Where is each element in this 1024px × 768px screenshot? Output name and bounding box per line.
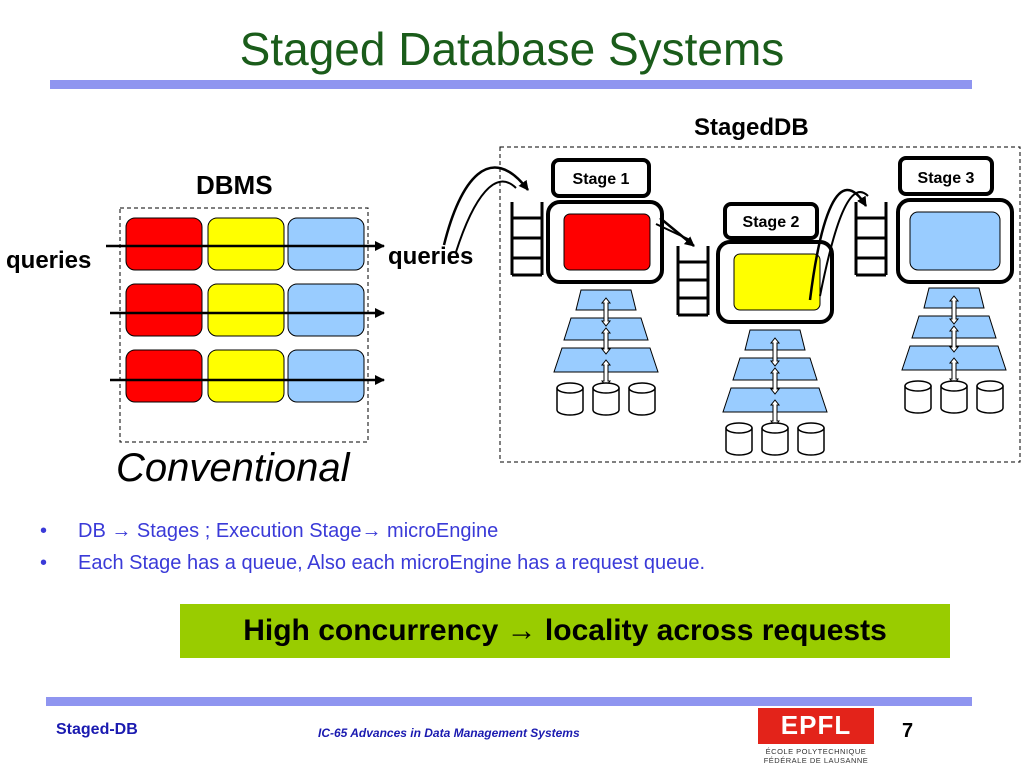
disk-icon (556, 382, 584, 416)
incoming-arrow-2 (455, 180, 517, 253)
engine-link-arrow-1 (600, 297, 612, 327)
dbms-cell-r3-c2 (207, 349, 285, 403)
epfl-logo: EPFL ÉCOLE POLYTECHNIQUE FÉDÉRALE DE LAU… (758, 708, 874, 765)
stage3-microengine-stack (901, 287, 1007, 414)
dbms-label: DBMS (196, 170, 273, 200)
engine-link-arrow-1 (948, 295, 960, 325)
engine-link-arrow-3 (948, 357, 960, 385)
engine-link-arrow-2 (948, 325, 960, 353)
stage1-queue (510, 202, 544, 277)
stage2-label: Stage 2 (743, 214, 800, 231)
disk-icon (940, 380, 968, 414)
disk-icon (904, 380, 932, 414)
bullet-dot: • (40, 520, 48, 542)
stageddb-title: StagedDB (694, 114, 809, 141)
logo-bar (758, 708, 874, 744)
highlight-banner: High concurrency → locality across reque… (180, 604, 950, 658)
dbms-cell-r1-c1 (125, 217, 203, 271)
stage2-microengine-stack (722, 329, 828, 456)
stage3-tag (898, 156, 994, 196)
dbms-cell-r1-c2 (207, 217, 285, 271)
stageddb-boundary (499, 146, 1021, 463)
stage3-label: Stage 3 (918, 170, 975, 187)
conventional-dbms (106, 207, 385, 443)
dbms-cell-r2-c3 (287, 283, 365, 337)
staged-db-diagram: Stage 1 Stage 2 (106, 146, 1021, 463)
dbms-cell-r3-c1 (125, 349, 203, 403)
staged-queries-label: queries (388, 243, 474, 270)
title-rule (50, 80, 972, 89)
engine-link-arrow-2 (600, 327, 612, 355)
stage1-fill (563, 213, 651, 271)
stage1-label: Stage 1 (573, 171, 630, 188)
logo-word: EPFL (780, 710, 852, 740)
engine-link-arrow-2 (769, 367, 781, 395)
slide-title: Staged Database Systems (239, 23, 785, 75)
footer-course: IC-65 Advances in Data Management System… (318, 726, 580, 740)
stage1-to-stage2-arrow-1 (659, 217, 695, 247)
conventional-caption: Conventional (116, 446, 350, 490)
dbms-cell-r2-c2 (207, 283, 285, 337)
engine-link-arrow-3 (600, 359, 612, 387)
disk-icon (976, 380, 1004, 414)
engine-link-arrow-3 (769, 399, 781, 427)
logo-line-2: FÉDÉRALE DE LAUSANNE (763, 756, 869, 765)
dbms-rows (125, 217, 365, 403)
dbms-boundary (119, 207, 369, 443)
stage1-to-stage2-arrow-2 (655, 223, 691, 241)
dbms-cell-r1-c3 (287, 217, 365, 271)
incoming-arrow-1 (442, 166, 529, 246)
logo-line-1: ÉCOLE POLYTECHNIQUE (765, 747, 867, 756)
stage2-to-stage3-arrow-2 (819, 191, 869, 297)
engine-link-arrow-1 (769, 337, 781, 367)
page-number: 7 (902, 720, 914, 742)
dbms-cell-r3-c3 (287, 349, 365, 403)
disk-icon (628, 382, 656, 416)
stage3-queue (854, 202, 888, 277)
stage2-queue (676, 246, 710, 317)
dbms-cell-r2-c1 (125, 283, 203, 337)
disk-icon (725, 422, 753, 456)
staged-db: Stage 1 Stage 2 (442, 146, 1021, 463)
footer-left: Staged-DB (56, 721, 138, 738)
bullet-dot: • (40, 552, 48, 574)
stage1-microengine-stack (553, 289, 659, 416)
stage1-tag (551, 158, 651, 198)
disk-icon (761, 422, 789, 456)
conventional-queries-label: queries (6, 247, 92, 274)
footer-rule (46, 697, 972, 706)
disk-icon (592, 382, 620, 416)
disk-icon (797, 422, 825, 456)
stage3-fill (909, 211, 1001, 271)
stage2-tag (723, 202, 819, 240)
stage2-fill (733, 253, 821, 311)
